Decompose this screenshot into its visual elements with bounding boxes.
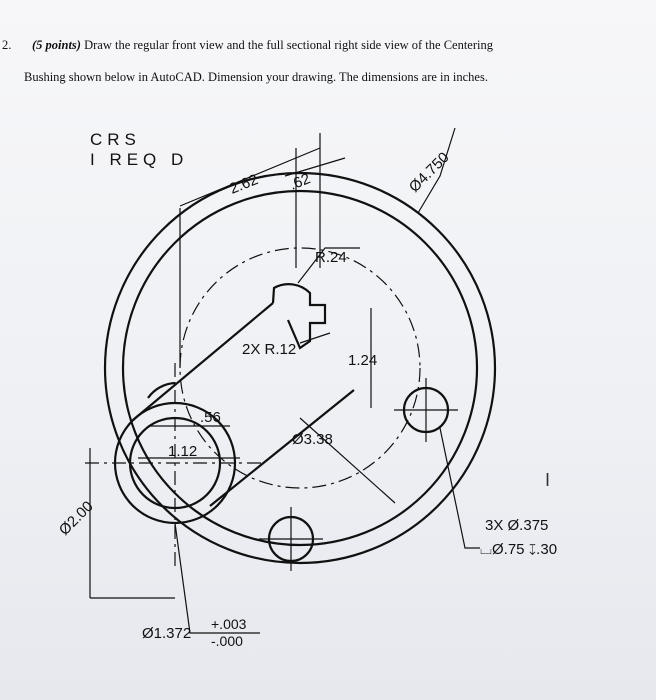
key-slot-outline	[271, 283, 327, 350]
slot-outline	[132, 302, 355, 507]
dim-56: .56	[200, 409, 221, 426]
tolerance-minus: -.000	[211, 633, 243, 649]
dim-112: 1.12	[168, 443, 197, 460]
dim-dia-4750: Ø4.750	[406, 149, 453, 196]
dim-lines-56-112	[138, 425, 240, 459]
hole-right-center	[394, 378, 458, 442]
dim-124: 1.24	[348, 352, 377, 369]
dim-r24: R.24	[315, 249, 347, 266]
leader-338	[299, 417, 396, 504]
leader-r24	[297, 247, 360, 284]
material-note: CRS I REQ D	[90, 130, 188, 170]
dim-dia-338: Ø3.38	[292, 431, 333, 448]
leader-r12	[299, 332, 331, 344]
leader-4750	[417, 127, 456, 214]
dim-line-262	[179, 147, 321, 207]
problem-line-1: (5 points) Draw the regular front view a…	[32, 30, 493, 60]
quantity-label: I REQ D	[90, 150, 189, 169]
dim-262: 2.62	[227, 171, 260, 198]
extension-lines-top	[179, 133, 321, 368]
problem-number: 2.	[2, 38, 12, 52]
dim-2x-r12: 2X R.12	[242, 341, 296, 358]
tolerance-plus: +.003	[211, 616, 247, 632]
hole-callout-2: ⌴Ø.75 ↧.30	[480, 541, 557, 558]
inner-circle	[121, 189, 479, 547]
bore-dia: Ø1.372	[142, 625, 191, 642]
outer-circle	[103, 171, 497, 565]
leader-hole-callout	[439, 427, 480, 549]
dim-line-62	[284, 157, 346, 177]
text-cursor-icon: I	[545, 470, 551, 490]
material-label: CRS	[90, 130, 141, 149]
points-label: (5 points)	[32, 38, 81, 52]
hole-bottom-center	[259, 507, 323, 571]
centering-bushing-drawing: 2.62 .62 Ø4.750 R.24 2X R.12 1.24 .56 1.…	[60, 108, 630, 678]
hole-callout-1: 3X Ø.375	[485, 517, 548, 534]
bolt-circle	[179, 247, 421, 489]
dim-62: .62	[287, 170, 313, 194]
bore-arc	[147, 381, 176, 399]
drawing-svg: 2.62 .62 Ø4.750 R.24 2X R.12 1.24 .56 1.…	[60, 127, 557, 649]
problem-line-2: Bushing shown below in AutoCAD. Dimensio…	[24, 70, 488, 84]
problem-line-1-text: Draw the regular front view and the full…	[84, 38, 493, 52]
bore-centerlines	[85, 363, 265, 568]
leader-bore-callout	[174, 522, 260, 634]
dim-dia-200: Ø2.00	[60, 498, 97, 539]
dim-line-200	[89, 448, 175, 599]
